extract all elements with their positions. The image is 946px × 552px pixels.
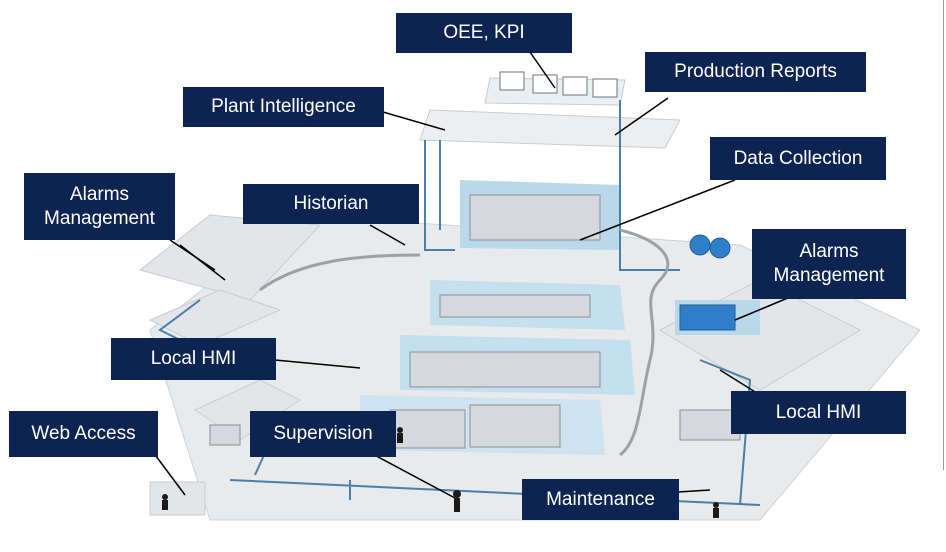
local-hmi-right-label: Local HMI (731, 391, 906, 434)
top-monitors (499, 71, 618, 98)
alarms-management-left-label: Alarms Management (24, 173, 175, 240)
conveyor-paths (259, 228, 670, 457)
right-border-line (943, 0, 944, 470)
historian-label: Historian (243, 184, 419, 224)
data-collection-label: Data Collection (710, 137, 886, 180)
supervision-label: Supervision (250, 411, 396, 457)
top-office-floor (419, 109, 681, 149)
web-access-booth (149, 481, 206, 516)
blue-tanks (679, 234, 736, 331)
left-lower-floor (148, 289, 282, 346)
oee-kpi-label: OEE, KPI (396, 13, 572, 53)
alarms-management-right-label: Alarms Management (752, 229, 906, 299)
leader-lines (149, 51, 796, 499)
production-reports-label: Production Reports (645, 52, 866, 92)
local-hmi-left-label: Local HMI (111, 338, 276, 380)
web-access-label: Web Access (9, 411, 158, 457)
people (162, 427, 719, 518)
plant-intelligence-label: Plant Intelligence (183, 87, 384, 127)
left-wing-floor (138, 214, 322, 301)
maintenance-label: Maintenance (522, 479, 679, 520)
